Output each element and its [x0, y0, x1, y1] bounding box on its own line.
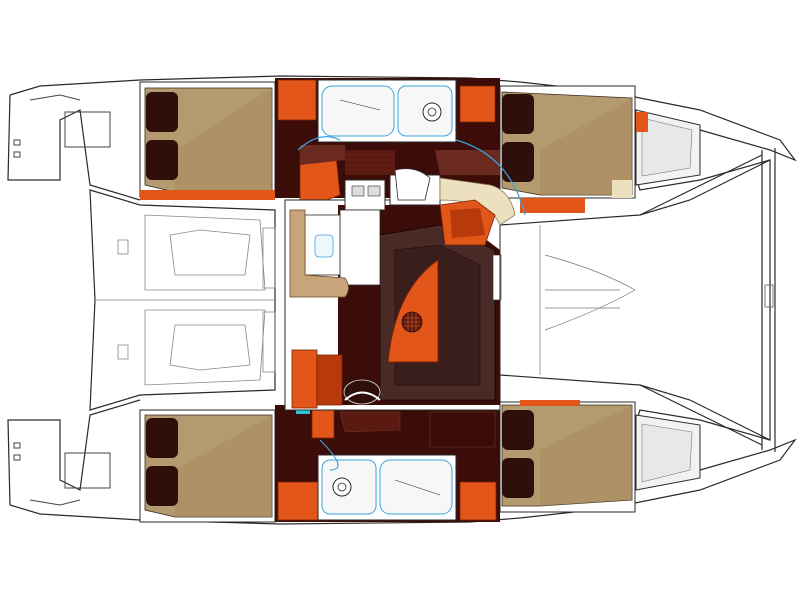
cockpit-outline	[89, 189, 276, 411]
cabin-fwd-starboard	[499, 400, 636, 513]
salon	[284, 168, 516, 411]
galley	[304, 168, 441, 286]
stove-icon	[351, 185, 365, 197]
pillow	[502, 142, 534, 182]
pillow	[146, 92, 178, 132]
pillow	[502, 94, 534, 134]
foredeck-details	[539, 225, 774, 375]
pillow	[146, 418, 178, 458]
bow-locker-starboard	[635, 414, 701, 491]
cabin-fwd-port	[499, 85, 636, 213]
cabin-aft-port	[139, 81, 276, 200]
transom-details	[13, 94, 111, 506]
cabin-aft-starboard	[139, 409, 276, 523]
toilet-icon	[422, 102, 442, 122]
cockpit-seating	[95, 214, 276, 386]
toilet-icon	[332, 477, 352, 497]
head-port	[297, 79, 526, 216]
pillow	[146, 466, 178, 506]
pillow	[502, 410, 534, 450]
bridgedeck-outline	[499, 159, 771, 441]
pillow	[502, 458, 534, 498]
cork-counter	[289, 209, 349, 298]
salon-table	[387, 259, 439, 363]
bow-locker-port	[635, 109, 701, 186]
head-starboard	[317, 439, 457, 521]
pillow	[146, 140, 178, 180]
